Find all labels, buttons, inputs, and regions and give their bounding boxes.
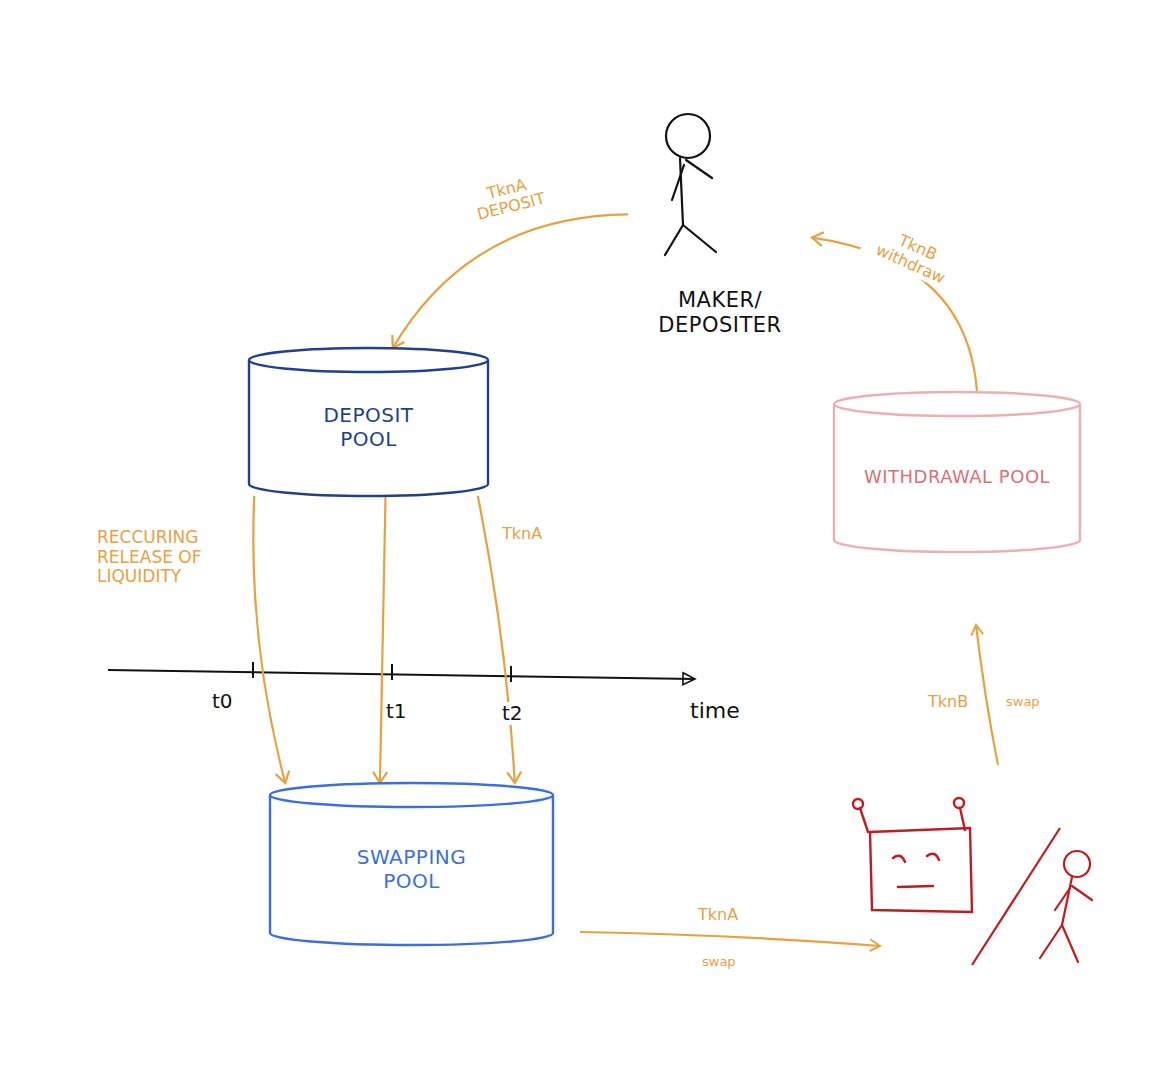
swap-arrow [976, 625, 998, 765]
flow-arrow [380, 496, 386, 783]
pool-cylinder: SWAPPING POOL [268, 783, 555, 945]
cylinder-path [270, 783, 553, 945]
node-label: WITHDRAWAL POOL [864, 466, 1050, 488]
time-tick-label: t0 [210, 690, 235, 713]
swap-arrow [580, 932, 880, 946]
arrow-label: TknB [926, 693, 970, 711]
node-label: SWAPPING POOL [327, 845, 497, 893]
swapper-robot [853, 798, 972, 912]
node-label: DEPOSIT POOL [294, 403, 444, 451]
pool-cylinder: WITHDRAWAL POOL [832, 392, 1082, 552]
node-label: MAKER/ DEPOSITER [645, 288, 795, 338]
pool-cylinder: DEPOSIT POOL [247, 348, 490, 496]
time-tick-label: t1 [384, 700, 409, 723]
edge-label: TknA DEPOSIT [459, 169, 559, 227]
arrow-label: swap [1004, 695, 1042, 710]
note: RECCURING RELEASE OF LIQUIDITY [95, 528, 219, 587]
axis-label: time [688, 698, 742, 723]
time-tick-label: t2 [500, 702, 525, 725]
flow-arrow [393, 214, 628, 348]
or-slash [972, 828, 1060, 965]
cylinder-path [249, 348, 488, 496]
cylinder-path [834, 392, 1080, 552]
actor: MAKER/ DEPOSITER [628, 110, 812, 342]
timeline [108, 662, 695, 682]
flow-arrow [253, 496, 285, 783]
maker-figure [665, 114, 716, 255]
arrow-label: swap [700, 955, 738, 970]
arrow-label: TknA [696, 906, 740, 924]
swapper-person [1040, 851, 1092, 962]
edge-label: TknA [500, 525, 544, 543]
edge-label: TknB withdraw [859, 218, 969, 294]
